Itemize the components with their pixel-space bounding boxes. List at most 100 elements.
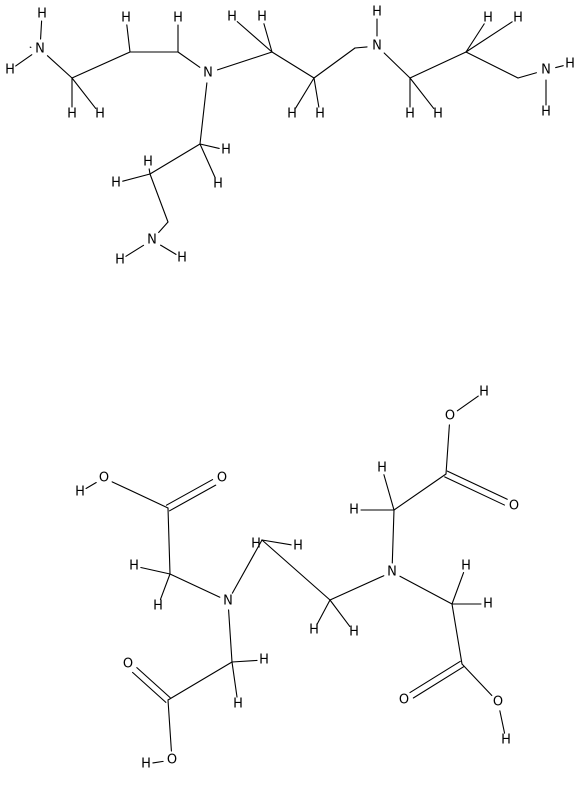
hydrogen-bond — [199, 143, 220, 149]
hydrogen-bond — [383, 474, 395, 511]
skeleton-bond — [399, 575, 453, 605]
skeleton-bond — [231, 539, 263, 594]
bond-layer — [15, 18, 564, 764]
hydrogen-atom-label: H — [479, 385, 489, 400]
skeleton-bond — [451, 603, 463, 665]
hydrogen-atom-label: H — [141, 757, 151, 772]
hydrogen-atom-label: H — [173, 11, 183, 26]
hydrogen-bond — [465, 23, 485, 53]
hydrogen-atom-label: H — [349, 503, 359, 518]
hydrogen-atom-label: H — [372, 5, 382, 20]
hydrogen-bond — [263, 23, 273, 53]
hydrogen-bond — [199, 143, 216, 179]
hydrogen-bond — [140, 566, 171, 575]
skeleton-bond — [313, 47, 356, 79]
skeleton-bond — [465, 51, 519, 79]
hydrogen-bond — [148, 168, 151, 175]
hydrogen-atom-label: H — [95, 107, 105, 122]
hydrogen-atom-label: H — [233, 697, 243, 712]
skeleton-bond — [383, 52, 411, 79]
hydrogen-bond — [125, 244, 145, 257]
skeleton-bond — [111, 481, 169, 509]
hydrogen-atom-label: H — [293, 539, 303, 554]
hydrogen-bond — [555, 65, 564, 69]
hydrogen-bond — [313, 77, 320, 108]
skeleton-bond — [167, 507, 171, 575]
hydrogen-atom-label: H — [177, 251, 187, 266]
hydrogen-bond — [71, 77, 97, 110]
hydrogen-atom-label: H — [501, 733, 511, 748]
oxygen-atom-label: O — [445, 409, 455, 424]
hydrogen-bond — [499, 710, 506, 734]
hydrogen-atom-label: H — [405, 107, 415, 122]
skeleton-bond — [409, 51, 467, 79]
hydrogen-atom-label: H — [287, 107, 297, 122]
oxygen-atom-label: O — [399, 693, 409, 708]
hydrogen-bond — [126, 24, 131, 53]
skeleton-bond — [354, 46, 368, 49]
double-bond — [444, 476, 506, 506]
hydrogen-atom-label: H — [129, 559, 139, 574]
skeleton-bond — [177, 51, 201, 68]
nitrogen-atom-label: N — [203, 66, 213, 81]
hydrogen-bond — [316, 599, 331, 625]
hydrogen-atom-label: H — [153, 599, 163, 614]
hydrogen-atom-label: H — [143, 155, 153, 170]
double-bond — [136, 667, 171, 699]
hydrogen-bond — [152, 760, 164, 764]
hydrogen-atom-label: H — [377, 461, 387, 476]
skeleton-bond — [199, 82, 208, 145]
skeleton-bond — [167, 699, 172, 752]
double-bond — [165, 479, 214, 506]
hydrogen-atom-label: H — [259, 653, 269, 668]
hydrogen-bond — [159, 573, 171, 600]
skeleton-bond — [71, 51, 131, 79]
skeleton-bond — [271, 51, 315, 79]
skeleton-bond — [261, 539, 331, 601]
oxygen-atom-label: O — [509, 499, 519, 514]
hydrogen-atom-label: H — [257, 10, 267, 25]
skeleton-bond — [391, 509, 395, 564]
hydrogen-bond — [261, 539, 292, 546]
hydrogen-atom-label: H — [541, 105, 551, 120]
hydrogen-atom-label: H — [5, 63, 15, 78]
hydrogen-atom-label: H — [513, 11, 523, 26]
hydrogen-atom-label: H — [483, 597, 493, 612]
skeleton-bond — [169, 573, 221, 598]
double-bond — [169, 484, 217, 512]
double-bond — [446, 470, 508, 500]
hydrogen-bond — [40, 20, 43, 40]
skeleton-bond — [46, 55, 73, 79]
hydrogen-bond — [85, 481, 97, 490]
hydrogen-atom-label: H — [75, 485, 85, 500]
skeleton-bond — [445, 424, 450, 475]
hydrogen-atom-label: H — [251, 537, 261, 552]
oxygen-atom-label: O — [123, 657, 133, 672]
hydrogen-atom-label: H — [67, 107, 77, 122]
hydrogen-bond — [231, 661, 238, 698]
skeleton-bond — [158, 221, 169, 234]
hydrogen-bond — [456, 395, 479, 412]
nitrogen-atom-label: N — [372, 39, 382, 54]
hydrogen-bond — [236, 21, 273, 53]
double-bond — [409, 660, 461, 694]
hydrogen-atom-label: H — [483, 11, 493, 26]
hydrogen-atom-label: H — [111, 176, 121, 191]
hydrogen-atom-label: H — [115, 253, 125, 268]
skeleton-bond — [167, 661, 233, 701]
hydrogen-bond — [451, 572, 465, 605]
skeleton-bond — [228, 609, 233, 663]
nitrogen-atom-label: N — [223, 594, 233, 609]
oxygen-atom-label: O — [167, 753, 177, 768]
hydrogen-atom-label: H — [227, 10, 237, 25]
hydrogen-atom-label: H — [461, 559, 471, 574]
nitrogen-atom-label: N — [35, 42, 45, 57]
hydrogen-bond — [295, 77, 315, 109]
skeleton-bond — [149, 173, 169, 223]
nitrogen-atom-label: N — [541, 63, 551, 78]
double-bond — [412, 666, 465, 699]
hydrogen-bond — [409, 77, 435, 110]
oxygen-atom-label: O — [493, 695, 503, 710]
